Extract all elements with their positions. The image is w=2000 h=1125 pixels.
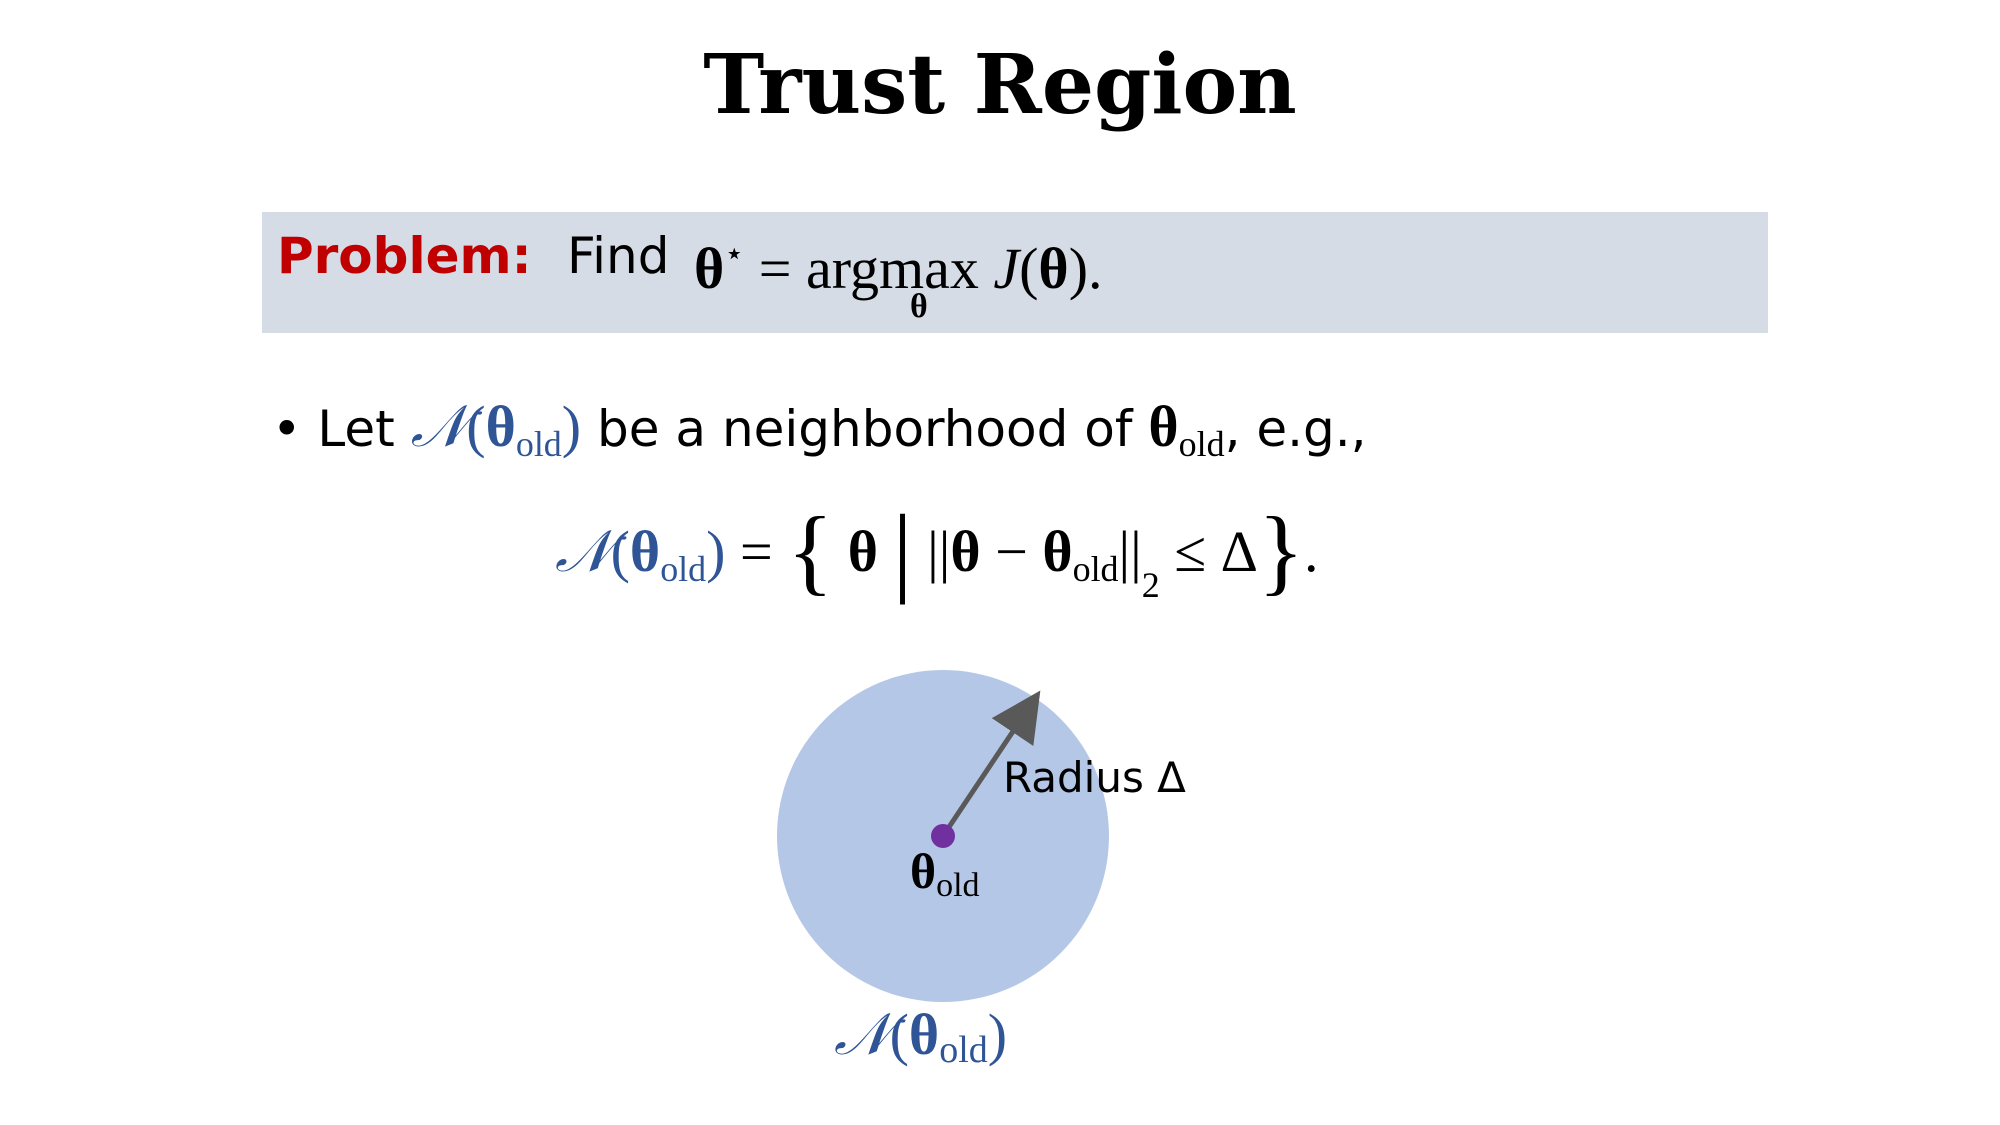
equals-sign: = [758,235,792,301]
paren-close: ) [706,519,726,584]
theta-star: θ [694,235,725,301]
delta-symbol: Δ [1220,519,1258,584]
old-subscript: old [660,549,707,590]
left-brace: { [787,497,834,604]
problem-box: Problem: Find θ⋆ = argmax J(θ). θ [262,212,1768,333]
period: . [1304,519,1319,584]
leq-sign: ≤ [1174,519,1207,584]
problem-label: Problem: [277,227,532,285]
bullet-middle-text: be a neighborhood of [597,400,1133,458]
region-label: 𝒩(θold) [834,1002,1007,1071]
radius-label: Radius Δ [1003,753,1186,802]
center-label: θold [910,843,980,904]
problem-find-text: Find [567,227,670,285]
equals-sign: = [739,519,773,584]
bullet-let: Let [317,400,395,458]
paren-open: ( [466,394,486,459]
theta-b: θ [1042,519,1073,584]
script-n: 𝒩 [410,392,467,460]
bullet-neighborhood: • Let 𝒩(θold) be a neighborhood of θold,… [272,394,1367,476]
star-superscript: ⋆ [724,236,745,271]
neighborhood-equation: 𝒩(θold) = { θ | ||θ − θold||2 ≤ Δ}. [555,500,1319,635]
such-that-bar: | [892,494,913,605]
argmax-subscript: θ [910,288,928,325]
neighborhood-symbol: 𝒩(θold) [555,517,726,589]
old-subscript: old [936,867,979,904]
norm-subscript: 2 [1141,565,1160,605]
theta-symbol: θ [1148,394,1179,459]
script-n: 𝒩 [555,517,611,585]
right-brace: } [1257,497,1305,604]
objective-j: J [993,235,1020,301]
theta-symbol: θ [485,394,516,459]
argmax-operator: argmax [805,235,979,301]
old-subscript: old [515,424,562,465]
theta-old-symbol: θold [1148,394,1224,465]
theta-symbol: θ [909,1002,939,1067]
paren-close: ) [988,1002,1007,1067]
paren-close: ) [561,394,582,459]
old-subscript: old [1072,549,1119,590]
old-subscript: old [1178,424,1225,465]
theta-a: θ [950,519,981,584]
norm-open: || [927,519,951,584]
paren-open: ( [610,519,630,584]
radius-arrow [940,690,1041,838]
minus-sign: − [995,519,1028,584]
old-subscript: old [939,1029,988,1071]
slide-title: Trust Region [703,37,1297,133]
theta-symbol: θ [629,519,661,584]
neighborhood-symbol: 𝒩(θold) [410,392,582,464]
paren-open: ( [1019,235,1039,301]
theta-argument: θ [1038,235,1069,301]
norm-close: || [1118,519,1142,584]
problem-formula: θ⋆ = argmax J(θ). [694,222,1103,301]
theta-symbol: θ [910,843,936,899]
center-dot [931,824,955,848]
bullet-end-text: , e.g., [1224,400,1367,458]
paren-close: ). [1068,235,1103,301]
bullet-marker: • [272,400,302,458]
theta-set-element: θ [847,519,879,584]
paren-open: ( [890,1002,909,1067]
